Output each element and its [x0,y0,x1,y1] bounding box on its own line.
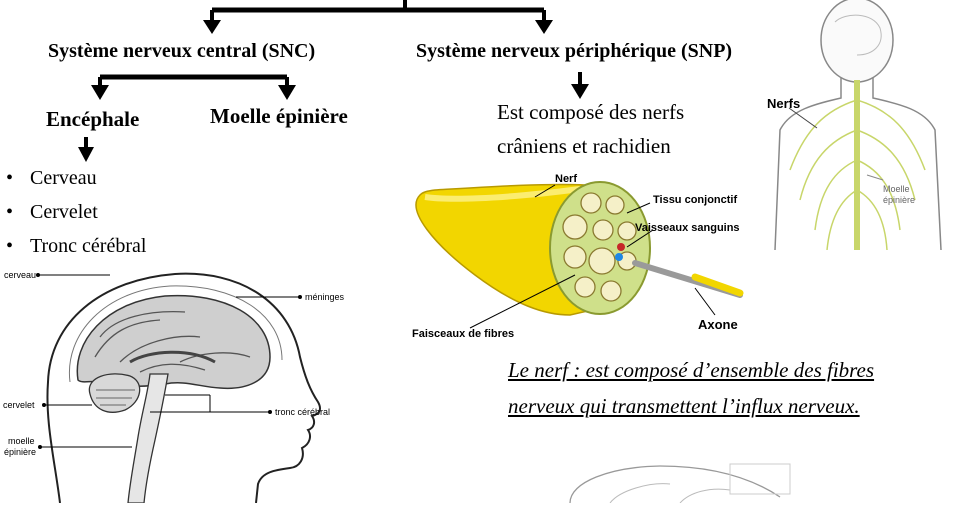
snp-composition-line2: crâniens et rachidien [497,134,671,159]
moelle-body-label-line1: Moelle [883,184,910,194]
encephale-arrow [78,137,94,162]
cervelet-label: cervelet [3,400,35,410]
list-item: Tronc cérébral [2,229,146,263]
moelle-epiniere-label: Moelle épinière [210,104,348,129]
axone-label: Axone [698,317,738,332]
encephale-parts-list: Cerveau Cervelet Tronc cérébral [2,161,146,263]
body-illustration [745,0,953,250]
encephale-label: Encéphale [46,107,139,132]
snp-title: Système nerveux périphérique (SNP) [416,40,732,63]
tronc-cerebral-label: tronc cérébral [275,407,330,417]
list-item: Cerveau [2,161,146,195]
main-branch-arrow [203,0,553,34]
meninges-label: méninges [305,292,344,302]
snp-composition-line1: Est composé des nerfs [497,100,684,125]
list-item: Cervelet [2,195,146,229]
nerve-figure: Nerf Tissu conjonctif Vaisseaux sanguins… [395,165,770,345]
tissu-conjonctif-label: Tissu conjonctif [653,194,737,206]
faisceaux-label: Faisceaux de fibres [412,328,514,340]
nerfs-label: Nerfs [767,96,800,111]
moelle-body-label-line2: épinière [883,195,915,205]
nerf-label: Nerf [555,173,577,185]
definition-line2: nerveux qui transmettent l’influx nerveu… [508,394,860,419]
snp-arrow [571,72,589,99]
head-brain-figure: cerveau méninges cervelet tronc cérébral… [0,262,400,503]
moelle-label-line2: épinière [4,447,36,457]
cerveau-label: cerveau [4,270,36,280]
snc-title: Système nerveux central (SNC) [48,40,315,63]
snc-branch-arrow [91,77,296,100]
vaisseaux-sanguins-label: Vaisseaux sanguins [635,222,740,234]
body-nervous-figure: Nerfs Moelle épinière [745,0,953,250]
moelle-label-line1: moelle [8,436,35,446]
brain-sketch-partial [550,462,810,503]
definition-line1: Le nerf : est composé d’ensemble des fib… [508,358,874,383]
